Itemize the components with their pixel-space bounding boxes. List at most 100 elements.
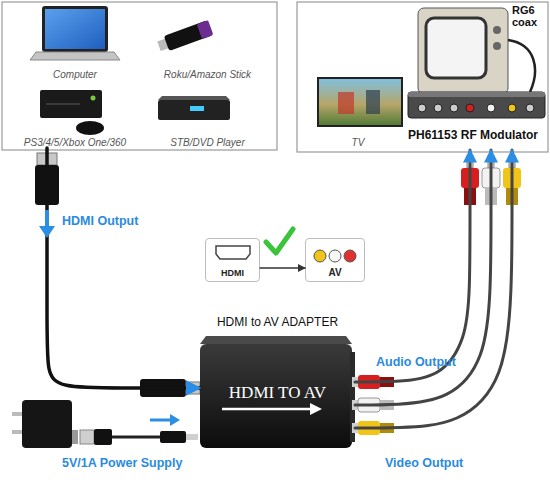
rca-plug-tail <box>380 400 394 410</box>
check-mark <box>266 229 293 253</box>
port-label: Video Output <box>385 456 495 471</box>
box-heading: HDMI to AV ADAPTER <box>200 315 355 329</box>
direction-arrow <box>45 210 49 228</box>
device-caption-box: TV <box>312 72 404 148</box>
modulator-port <box>466 104 474 112</box>
rca-plug-tip <box>509 156 515 168</box>
conversion-arrow <box>260 267 305 268</box>
port-label: Audio Output <box>376 355 486 370</box>
modulator-port <box>526 104 534 112</box>
display-panel <box>297 2 548 152</box>
rca-plug-white <box>482 168 500 188</box>
console-body <box>40 90 102 118</box>
rca-plug-tip <box>467 156 473 168</box>
modulator-port <box>450 104 458 112</box>
crt-knob <box>493 42 501 50</box>
av-icon-box: AV <box>305 238 365 282</box>
av-jack-yellow <box>314 250 326 262</box>
av-jack-white <box>329 250 341 262</box>
crt-tv-screen <box>426 18 486 78</box>
adapter-arrow-line <box>222 408 312 411</box>
hdmi-plug-tip <box>37 153 57 165</box>
rca-plug-tip <box>488 156 494 168</box>
rca-plug-white <box>358 398 380 412</box>
laptop-base <box>30 52 120 60</box>
video-cable <box>355 150 512 428</box>
rca-plug-tail <box>380 377 394 387</box>
rca-plug-yellow <box>358 421 380 435</box>
device-caption-box: PS3/4/5/Xbox One/360 <box>20 82 130 148</box>
box-text: Roku/Amazon Stick <box>150 69 265 80</box>
cable-type-label: RG6 coax <box>512 4 546 28</box>
adapter-arrow-head <box>310 403 322 415</box>
direction-arrow-head <box>39 226 55 238</box>
source-panel <box>2 2 277 150</box>
rca-plug-red <box>358 375 380 389</box>
hdmi-plug-tip <box>186 382 200 394</box>
rca-plug-tail <box>380 423 394 433</box>
device-caption-box: Computer <box>20 4 130 80</box>
hdmi-plug-body <box>140 379 186 397</box>
power-adapter <box>22 400 72 448</box>
device-caption-box: STB/DVD Player <box>150 82 265 148</box>
game-controller <box>76 121 104 135</box>
port-label: HDMI Output <box>62 214 172 229</box>
box-text: HDMI <box>206 268 259 278</box>
rca-ring <box>352 400 358 410</box>
box-text: Computer <box>20 69 130 80</box>
box-text: STB/DVD Player <box>150 137 265 148</box>
device-caption-box: Roku/Amazon Stick <box>150 4 265 80</box>
usb-plug-tip <box>80 430 94 444</box>
usb-port <box>72 430 78 444</box>
direction-arrow-head <box>170 414 180 426</box>
rca-plug-tail <box>464 188 476 205</box>
hdmi-plug-body <box>35 165 59 205</box>
av-jack-red <box>344 250 356 262</box>
rca-plug-red <box>461 168 479 188</box>
flat-tv-screen <box>318 78 402 126</box>
audio-cable <box>355 150 491 405</box>
power-label: 5V/1A Power Supply <box>62 456 222 471</box>
console-light <box>91 96 96 101</box>
modulator-port <box>434 104 442 112</box>
modulator-body <box>408 92 545 118</box>
box-text: HDMI TO AV <box>200 383 355 403</box>
crt-knob <box>493 26 501 34</box>
stb-top <box>158 96 230 100</box>
modulator-box: PH61153 RF Modulator <box>405 84 547 150</box>
rca-ring <box>352 423 358 433</box>
console-slot <box>46 103 80 105</box>
laptop-screen <box>45 9 105 49</box>
modulator-port <box>418 104 426 112</box>
box-text: PH61153 RF Modulator <box>408 128 538 142</box>
box-text: PS3/4/5/Xbox One/360 <box>20 137 130 148</box>
game-figure <box>338 92 354 114</box>
audio-cable <box>355 150 470 382</box>
adapter-box: HDMI to AV ADAPTER HDMI TO AV <box>200 312 355 450</box>
hdmi-cable <box>47 148 200 388</box>
hdmi-port-symbol <box>216 246 250 259</box>
rca-plug-tail <box>485 188 497 205</box>
direction-arrow <box>150 419 172 422</box>
adapter-top <box>200 336 352 344</box>
rca-plug-tail <box>506 188 518 205</box>
usb-plug-body <box>94 429 112 445</box>
coax-cable <box>508 40 535 92</box>
micro-usb-body <box>160 431 186 443</box>
stick-label <box>197 20 214 39</box>
stick-body <box>164 20 213 51</box>
crt-tv-body <box>418 8 508 94</box>
modulator-port <box>508 104 516 112</box>
box-text: TV <box>312 137 404 148</box>
game-figure <box>366 90 380 114</box>
box-text: AV <box>306 267 364 278</box>
rca-ring <box>352 377 358 387</box>
streaming-stick <box>156 20 213 54</box>
spacer <box>268 268 293 269</box>
laptop-screen-frame <box>42 6 108 52</box>
stb-display <box>190 106 204 111</box>
micro-usb-tip <box>186 434 198 440</box>
stb-body <box>158 100 230 120</box>
